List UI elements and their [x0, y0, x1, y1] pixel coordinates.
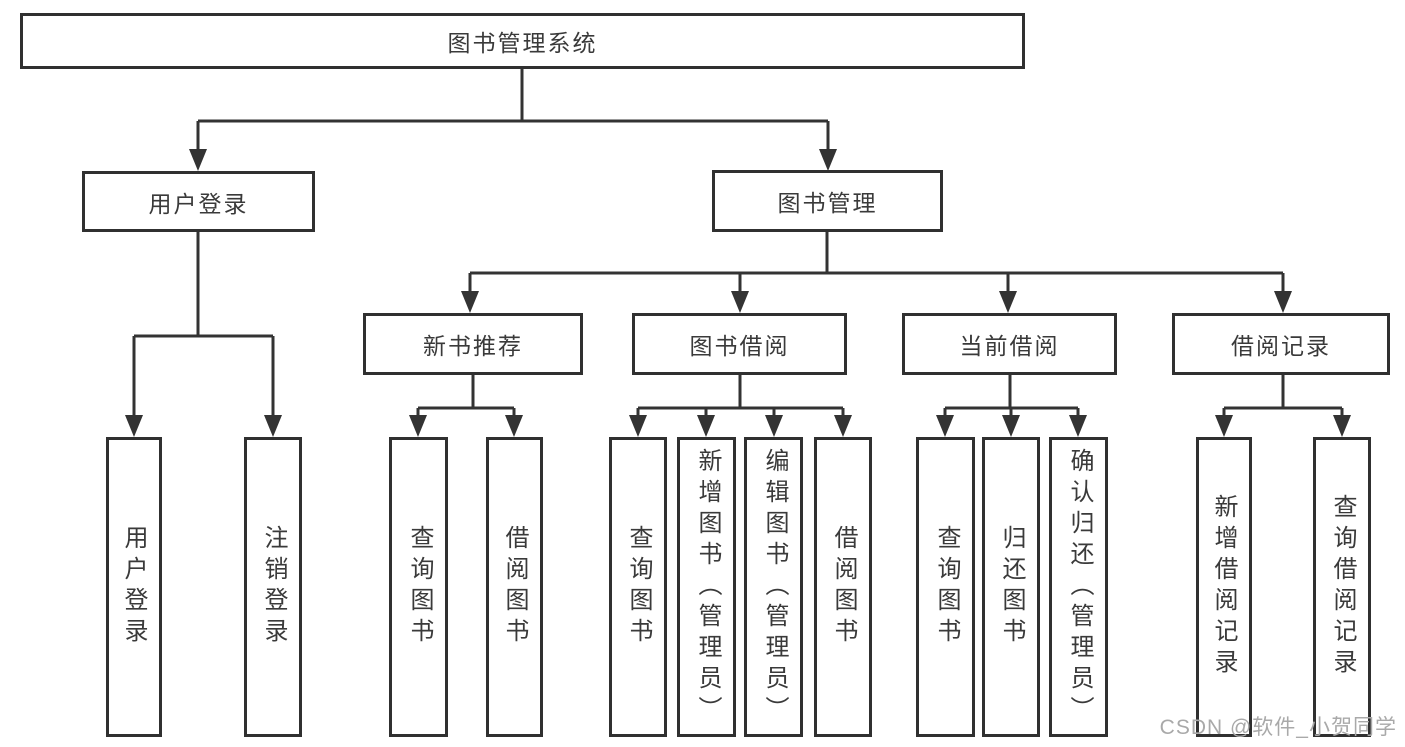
- leaf-query-books-recommend: 查询图书: [389, 437, 448, 737]
- leaf-confirm-return-admin: 确认归还（管理员）: [1049, 437, 1108, 737]
- leaf-logout: 注销登录: [244, 437, 302, 737]
- leaf-return-books: 归还图书: [982, 437, 1040, 737]
- leaf-query-borrow-record: 查询借阅记录: [1313, 437, 1371, 737]
- leaf-add-borrow-record: 新增借阅记录: [1196, 437, 1252, 737]
- node-borrow-records: 借阅记录: [1172, 313, 1390, 375]
- node-book-borrow: 图书借阅: [632, 313, 847, 375]
- leaf-add-books-admin: 新增图书（管理员）: [677, 437, 736, 737]
- node-book-management: 图书管理: [712, 170, 943, 232]
- leaf-query-books-current: 查询图书: [916, 437, 975, 737]
- leaf-user-login: 用户登录: [106, 437, 162, 737]
- leaf-borrow-books-recommend: 借阅图书: [486, 437, 543, 737]
- leaf-query-books-borrow: 查询图书: [609, 437, 667, 737]
- node-root: 图书管理系统: [20, 13, 1025, 69]
- leaf-borrow-books-borrow: 借阅图书: [814, 437, 872, 737]
- leaf-edit-books-admin: 编辑图书（管理员）: [744, 437, 803, 737]
- node-current-borrow: 当前借阅: [902, 313, 1117, 375]
- node-user-login: 用户登录: [82, 171, 315, 232]
- node-new-book-recommend: 新书推荐: [363, 313, 583, 375]
- csdn-watermark: CSDN @软件_小贺同学: [1159, 716, 1397, 739]
